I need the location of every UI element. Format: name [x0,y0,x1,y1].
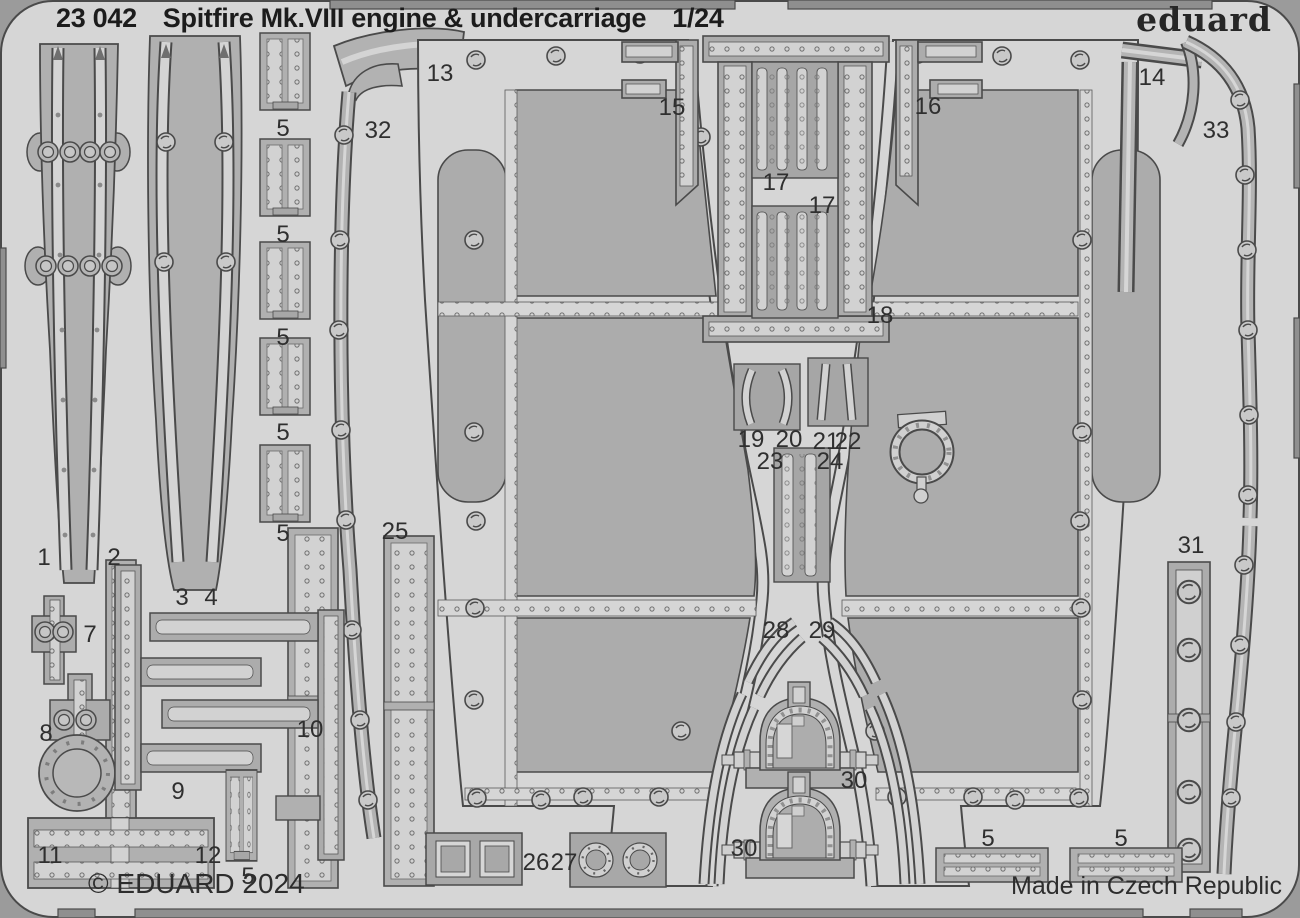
part-5-strip-h1 [935,847,1049,883]
central-right-wing [816,39,1161,887]
part-11-12-assembly [27,817,215,889]
part-25 [383,535,435,887]
part-5-strip-small [225,769,258,862]
part-10 [149,609,345,861]
part-1-2-assembly [24,43,132,584]
part-26 [425,832,523,886]
part-32 [329,63,403,840]
part-31 [1167,561,1211,873]
part-23-24 [773,447,831,583]
part-8-ring [38,734,116,812]
collar-ring-part [889,410,955,504]
part-3-4-assembly [147,35,243,591]
part-5-strips-left [259,32,311,523]
part-9 [114,564,262,791]
part-19-20 [733,363,801,431]
part-33 [1172,35,1259,875]
part-27 [569,832,667,888]
central-left-wing [416,39,770,887]
part-21-22 [807,357,869,427]
part-18-frame [702,35,890,343]
part-16 [895,39,983,207]
part-15 [621,39,699,207]
part-17-slat-groups [751,61,839,319]
part-5-strip-h2 [1069,847,1183,883]
part-29-arcs [818,617,926,885]
part-28-arcs [698,617,806,885]
